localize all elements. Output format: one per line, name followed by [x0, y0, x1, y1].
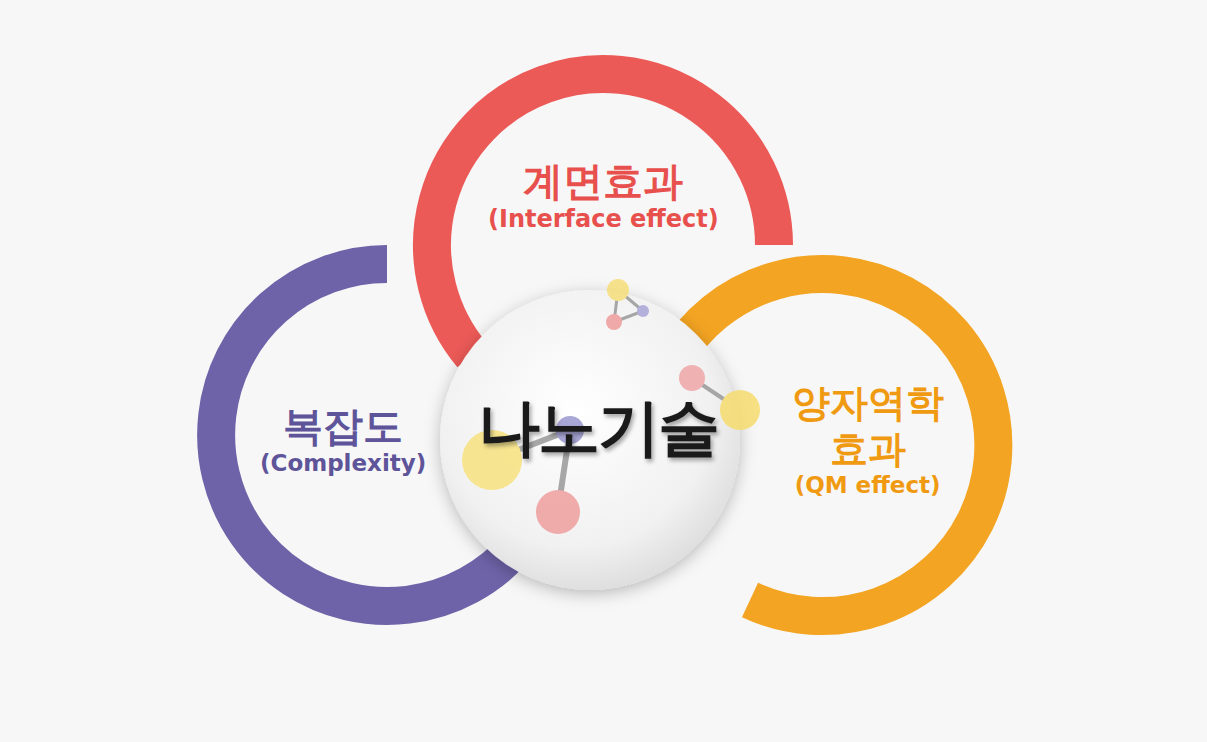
molecule-icons — [462, 279, 760, 534]
node-subtitle: (Complexity) — [260, 450, 426, 478]
node-subtitle: (QM effect) — [784, 472, 951, 500]
node-heading: 나노기술 — [478, 391, 718, 465]
qm-effect-label: 양자역학 효과(QM effect) — [784, 381, 951, 500]
node-heading: 계면효과 — [488, 157, 719, 205]
complexity-label: 복잡도(Complexity) — [260, 402, 426, 478]
node-subtitle: (Interface effect) — [488, 205, 719, 234]
node-heading: 양자역학 효과 — [784, 381, 951, 472]
node-heading: 복잡도 — [260, 402, 426, 450]
center-circle — [440, 290, 740, 590]
interface-effect-label: 계면효과(Interface effect) — [488, 157, 719, 234]
center-title: 나노기술 — [478, 391, 718, 465]
